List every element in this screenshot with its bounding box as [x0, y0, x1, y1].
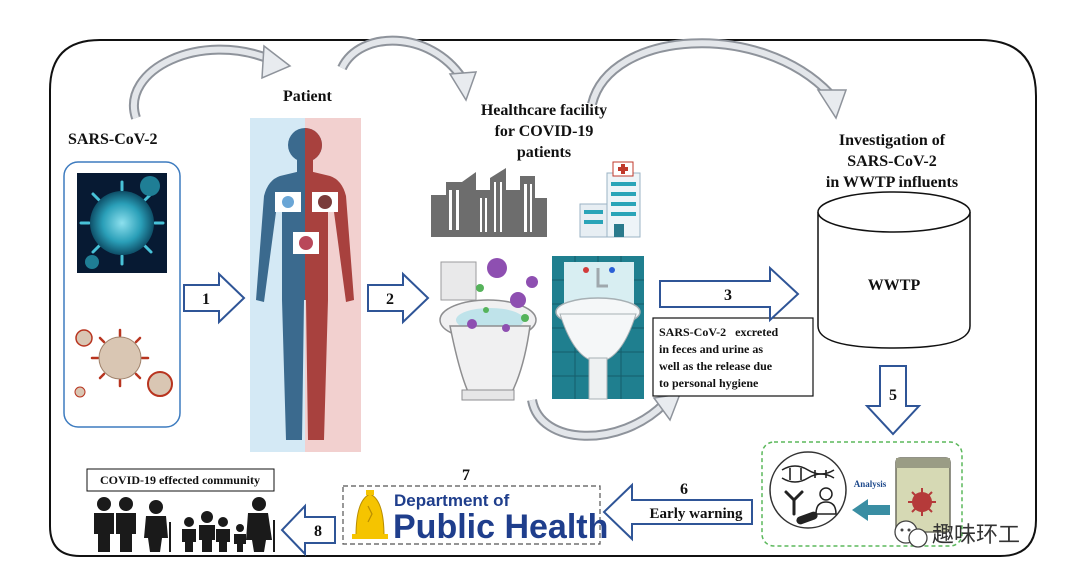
analysis-label: Analysis [854, 479, 887, 489]
virus-image-bottom [74, 328, 173, 398]
analysis-arrow [852, 499, 890, 521]
outer-frame [49, 39, 1037, 557]
step-number-5: 5 [889, 387, 897, 404]
curved-arrow-facility-to-wwtp [587, 38, 848, 120]
liberty-bell-icon [352, 490, 388, 539]
curved-arrow-virus-to-patient [129, 44, 292, 120]
watermark: 趣味环工 [894, 520, 1020, 548]
community-label-box [86, 468, 275, 492]
dph-public-health-text: Public Health [393, 508, 608, 546]
scientist-icon [815, 487, 837, 515]
excretion-text-line3: well as the release due [659, 359, 773, 373]
curved-arrow-to-description [527, 393, 682, 441]
step-number-2: 2 [386, 291, 394, 308]
investigation-label-line2: SARS-CoV-2 [847, 153, 936, 170]
step-arrow-8: 8 [280, 503, 336, 557]
facility-label-line1: Healthcare facility [481, 102, 607, 119]
excretion-text-line4: to personal hygiene [659, 376, 759, 390]
wwtp-cylinder: WWTP [817, 191, 971, 349]
investigation-label-line1: Investigation of [839, 132, 946, 149]
virus-label: SARS-CoV-2 [68, 131, 157, 148]
step-number-3: 3 [724, 287, 732, 304]
step-arrow-6-early-warning: 6 Early warning [602, 481, 753, 542]
step-number-7: 7 [462, 467, 470, 484]
antibody-icon [784, 490, 804, 516]
patient-label: Patient [283, 88, 333, 105]
community-label: COVID-19 effected community [100, 473, 260, 487]
excretion-description-box [652, 317, 814, 397]
step-number-8: 8 [314, 523, 322, 540]
patient-panel [250, 118, 361, 452]
early-warning-label: Early warning [650, 506, 743, 522]
facility-label-line2: for COVID-19 [495, 123, 594, 140]
step-number-6: 6 [680, 481, 688, 498]
step-arrow-3: 3 [659, 265, 800, 323]
step-arrow-1: 1 [183, 271, 246, 325]
watermark-text: 趣味环工 [932, 523, 1020, 548]
step-arrow-5: 5 [864, 365, 922, 436]
toilet-image [439, 258, 538, 401]
excretion-text-line2: in feces and urine as [659, 342, 763, 356]
community-people-icon [94, 497, 275, 552]
investigation-label-line3: in WWTP influents [826, 174, 958, 191]
virus-image-top [77, 173, 167, 273]
facility-label-line3: patients [517, 144, 571, 161]
sink-image [552, 256, 644, 400]
hospital-icon [579, 161, 641, 238]
dph-department-text: Department of [394, 491, 510, 510]
bacterium-icon [796, 511, 818, 525]
public-health-department-box: Department of Public Health [342, 485, 608, 546]
curved-arrow-patient-to-facility [337, 35, 478, 102]
city-buildings-icon [431, 168, 547, 237]
wwtp-label: WWTP [868, 277, 921, 294]
step-number-1: 1 [202, 291, 210, 308]
excretion-text-line1: SARS-CoV-2 excreted [659, 325, 779, 339]
step-arrow-2: 2 [367, 271, 430, 325]
dna-icon [781, 465, 835, 483]
